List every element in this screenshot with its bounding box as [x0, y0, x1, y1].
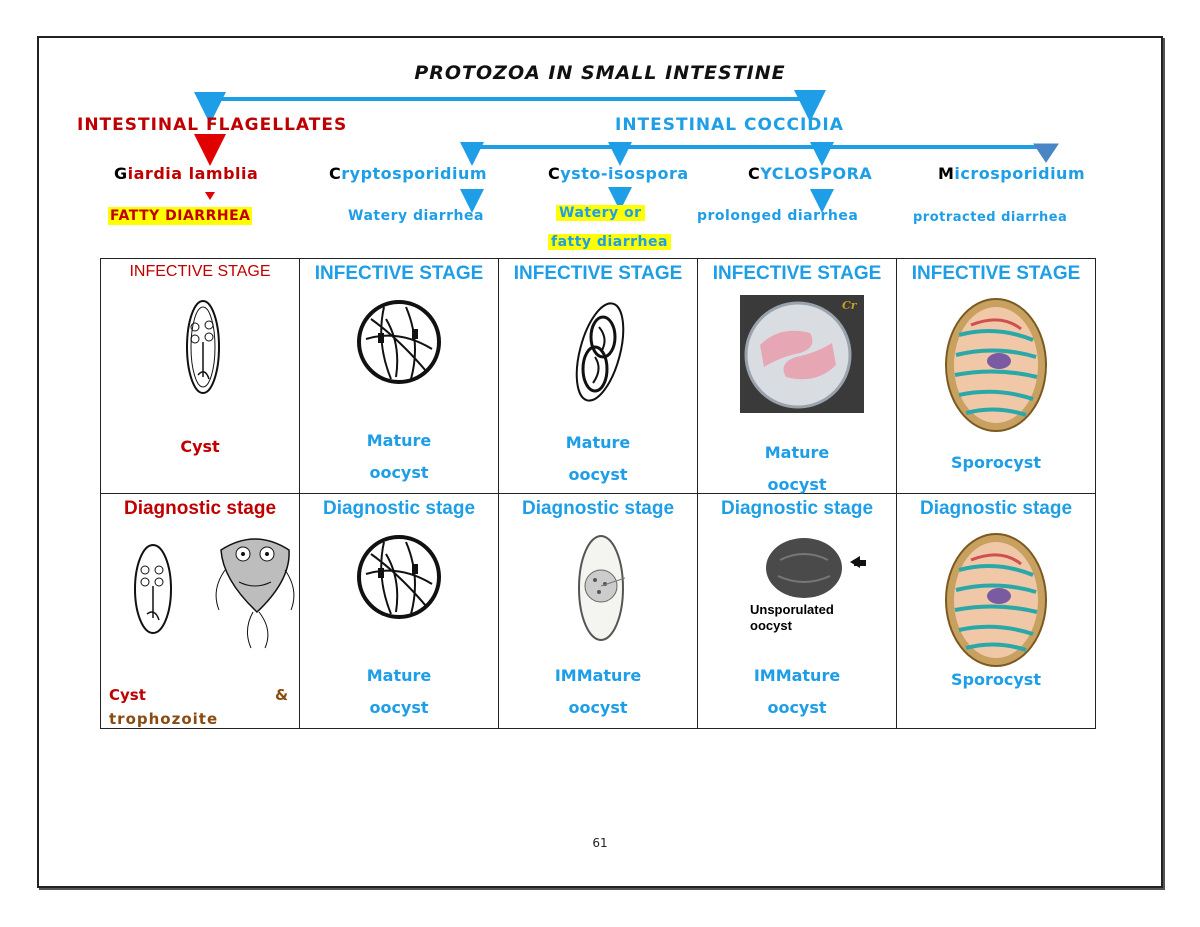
stage-caption: Cyst	[180, 437, 220, 456]
mature-oocyst-illustration	[357, 535, 441, 619]
top-branch-arrow	[194, 90, 826, 124]
infective-row: INFECTIVE STAGE Cyst INFECTIVE STAGE Mat…	[100, 258, 1096, 494]
svg-text:Cr: Cr	[842, 299, 858, 312]
stages-table: INFECTIVE STAGE Cyst INFECTIVE STAGE Mat…	[100, 258, 1096, 729]
stage-caption-line2: oocyst	[568, 698, 628, 717]
stage-label: Diagnostic stage	[521, 498, 675, 519]
stage-label: INFECTIVE STAGE	[314, 263, 484, 284]
stage-caption-ampersand: &	[275, 686, 289, 704]
image-label-line2: oocyst	[750, 618, 792, 633]
stage-label: Diagnostic stage	[322, 498, 476, 519]
page-frame	[37, 36, 1163, 888]
disease-microsporidium: protracted diarrhea	[913, 210, 1068, 225]
stage-caption-line2: oocyst	[369, 698, 429, 717]
sporocyst-illustration	[945, 533, 1047, 667]
unsporulated-oocyst-illustration	[766, 538, 866, 598]
diagnostic-row: Diagnostic stage Cyst & trophozoite Diag…	[100, 493, 1096, 729]
organism-cryptosporidium: Cryptosporidium	[329, 164, 488, 183]
cell-infective-microsporidium: INFECTIVE STAGE Sporocyst	[896, 258, 1096, 494]
immature-oocyst-illustration	[578, 535, 626, 641]
coccidia-branch-arrow	[460, 142, 1059, 166]
giardia-trophozoite-illustration	[215, 538, 295, 649]
disease-arrows	[460, 187, 834, 213]
organism-cyclospora: CYCLOSPORA	[748, 164, 873, 183]
cell-diagnostic-giardia: Diagnostic stage Cyst & trophozoite	[100, 493, 300, 729]
stage-label: INFECTIVE STAGE	[129, 263, 271, 280]
disease-cryptosporidium: Watery diarrhea	[348, 208, 484, 224]
sporocyst-illustration	[945, 298, 1047, 432]
stage-caption-line1: Mature	[366, 431, 432, 450]
stage-caption-line1: IMMature	[753, 666, 841, 685]
stage-caption-cyst: Cyst	[109, 686, 146, 704]
cyclospora-photo-illustration: Cr	[740, 295, 864, 413]
connector-arrows	[194, 90, 1059, 213]
cell-infective-cyclospora: INFECTIVE STAGE Cr Mature oocyst	[697, 258, 897, 494]
cell-diagnostic-cryptosporidium: Diagnostic stage Mature oocyst	[299, 493, 499, 729]
cell-infective-cystoisospora: INFECTIVE STAGE Mature oocyst	[498, 258, 698, 494]
mature-oocyst-illustration	[357, 300, 441, 384]
disease-cystoisospora-line1: Watery or	[556, 205, 645, 221]
disease-cystoisospora-line2: fatty diarrhea	[548, 234, 671, 250]
cell-infective-giardia: INFECTIVE STAGE Cyst	[100, 258, 300, 494]
coccidia-heading: INTESTINAL COCCIDIA	[615, 115, 844, 135]
cell-infective-cryptosporidium: INFECTIVE STAGE Mature oocyst	[299, 258, 499, 494]
cell-diagnostic-cyclospora: Diagnostic stage Unsporulated oocyst IMM…	[697, 493, 897, 729]
disease-giardia: FATTY DIARRHEA	[108, 207, 253, 225]
disease-cyclospora: prolonged diarrhea	[697, 208, 859, 224]
organism-microsporidium: Microsporidium	[938, 164, 1086, 183]
page-title: PROTOZOA IN SMALL INTESTINE	[414, 62, 786, 84]
page-number: 61	[592, 836, 608, 850]
stage-caption-line1: Mature	[764, 443, 830, 462]
stage-label: Diagnostic stage	[919, 498, 1073, 519]
stage-caption-line1: Mature	[366, 666, 432, 685]
stage-caption-line2: oocyst	[369, 463, 429, 482]
giardia-cyst-illustration	[186, 300, 220, 394]
stage-caption: Sporocyst	[951, 670, 1041, 689]
organism-giardia: Giardia lamblia	[114, 164, 259, 183]
mature-oocyst-illustration	[575, 302, 625, 402]
image-label-line1: Unsporulated	[750, 602, 834, 617]
giardia-cyst-illustration	[134, 544, 172, 634]
giardia-arrow	[194, 134, 226, 200]
cell-diagnostic-microsporidium: Diagnostic stage Sporocyst	[896, 493, 1096, 729]
stage-caption-trophozoite: trophozoite	[109, 710, 219, 728]
stage-caption-line2: oocyst	[767, 475, 827, 494]
flagellates-heading: INTESTINAL FLAGELLATES	[77, 115, 348, 135]
stage-caption-line2: oocyst	[767, 698, 827, 717]
stage-caption-line1: Mature	[565, 433, 631, 452]
stage-label: INFECTIVE STAGE	[712, 263, 882, 284]
stage-label: INFECTIVE STAGE	[513, 263, 683, 284]
stage-label: Diagnostic stage	[720, 498, 874, 519]
organism-cystoisospora: Cysto-isospora	[548, 164, 689, 183]
stage-label: INFECTIVE STAGE	[911, 263, 1081, 284]
stage-caption-line1: IMMature	[554, 666, 642, 685]
cell-diagnostic-cystoisospora: Diagnostic stage IMMature oocyst	[498, 493, 698, 729]
stage-caption: Sporocyst	[951, 453, 1041, 472]
stage-label: Diagnostic stage	[123, 498, 277, 519]
stage-caption-line2: oocyst	[568, 465, 628, 484]
